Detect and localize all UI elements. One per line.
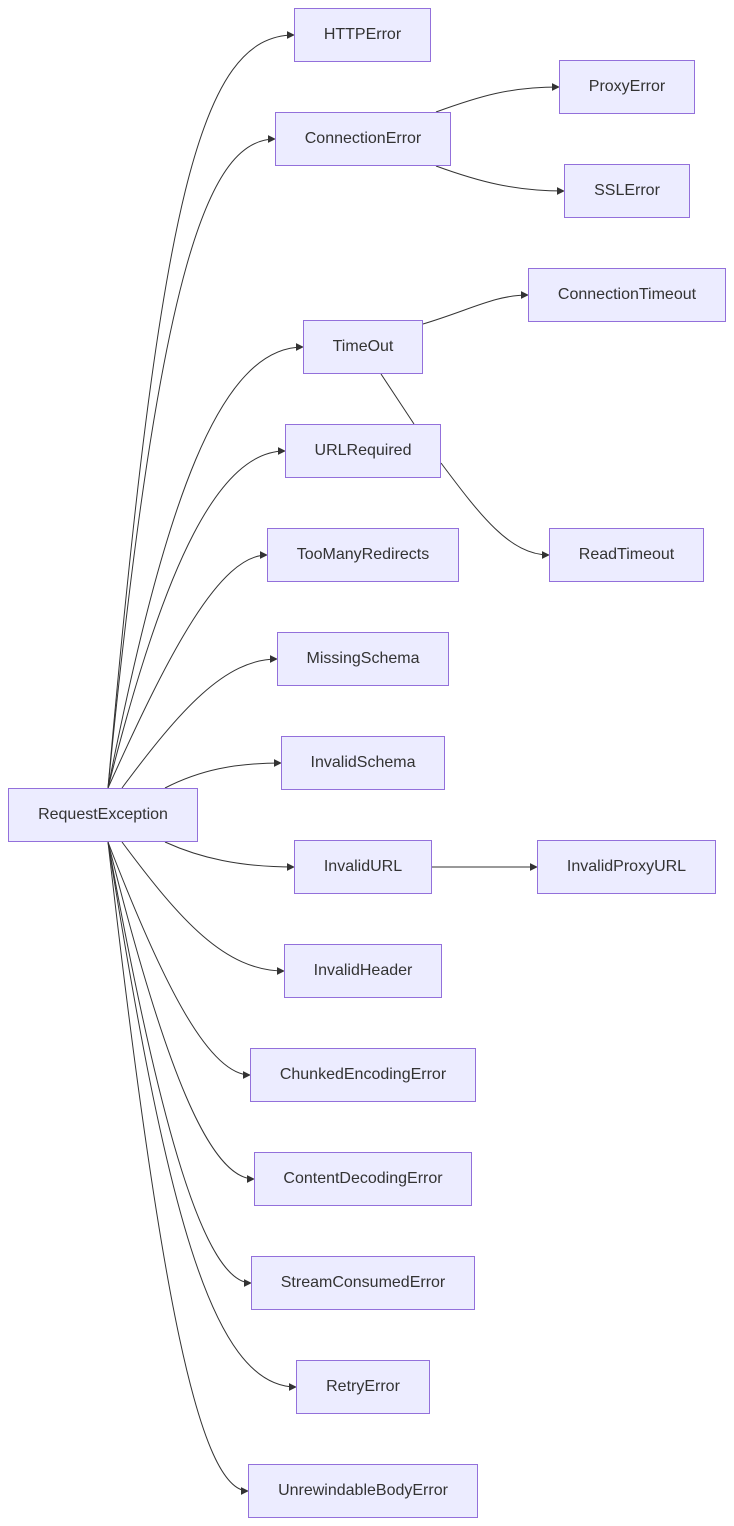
edge-request-exception-to-invalid-url bbox=[164, 841, 295, 871]
edge-timeout-to-read-timeout bbox=[380, 373, 549, 555]
edge-request-exception-to-content-decoding-error bbox=[107, 841, 255, 1183]
edge-request-exception-to-invalid-header bbox=[121, 841, 285, 975]
edge-request-exception-to-url-required bbox=[107, 447, 286, 789]
edge-connection-error-to-proxy-error bbox=[435, 83, 560, 113]
node-url-required: URLRequired bbox=[285, 424, 441, 478]
edge-request-exception-to-chunked-encoding-error bbox=[107, 841, 251, 1079]
edge-request-exception-to-missing-schema bbox=[121, 655, 278, 789]
edge-timeout-to-connection-timeout bbox=[422, 291, 529, 325]
node-unrewindable-body-error: UnrewindableBodyError bbox=[248, 1464, 478, 1518]
node-invalid-header: InvalidHeader bbox=[284, 944, 442, 998]
node-request-exception: RequestException bbox=[8, 788, 198, 842]
node-connection-timeout: ConnectionTimeout bbox=[528, 268, 726, 322]
node-invalid-proxy-url: InvalidProxyURL bbox=[537, 840, 716, 894]
edge-request-exception-to-retry-error bbox=[107, 841, 297, 1391]
node-timeout: TimeOut bbox=[303, 320, 423, 374]
edge-request-exception-to-unrewindable-body-error bbox=[107, 841, 249, 1495]
edge-request-exception-to-invalid-schema bbox=[164, 759, 282, 789]
node-proxy-error: ProxyError bbox=[559, 60, 695, 114]
node-invalid-schema: InvalidSchema bbox=[281, 736, 445, 790]
node-connection-error: ConnectionError bbox=[275, 112, 451, 166]
node-ssl-error: SSLError bbox=[564, 164, 690, 218]
node-content-decoding-error: ContentDecodingError bbox=[254, 1152, 472, 1206]
edge-request-exception-to-stream-consumed-error bbox=[107, 841, 252, 1287]
edge-request-exception-to-connection-error bbox=[107, 135, 276, 789]
edge-request-exception-to-http-error bbox=[107, 31, 295, 789]
node-stream-consumed-error: StreamConsumedError bbox=[251, 1256, 475, 1310]
node-too-many-redirects: TooManyRedirects bbox=[267, 528, 459, 582]
node-invalid-url: InvalidURL bbox=[294, 840, 432, 894]
edge-request-exception-to-too-many-redirects bbox=[107, 551, 268, 789]
edge-request-exception-to-timeout bbox=[107, 343, 304, 789]
edge-connection-error-to-ssl-error bbox=[435, 165, 565, 195]
node-chunked-encoding-error: ChunkedEncodingError bbox=[250, 1048, 476, 1102]
node-http-error: HTTPError bbox=[294, 8, 431, 62]
node-read-timeout: ReadTimeout bbox=[549, 528, 704, 582]
node-retry-error: RetryError bbox=[296, 1360, 430, 1414]
node-missing-schema: MissingSchema bbox=[277, 632, 449, 686]
